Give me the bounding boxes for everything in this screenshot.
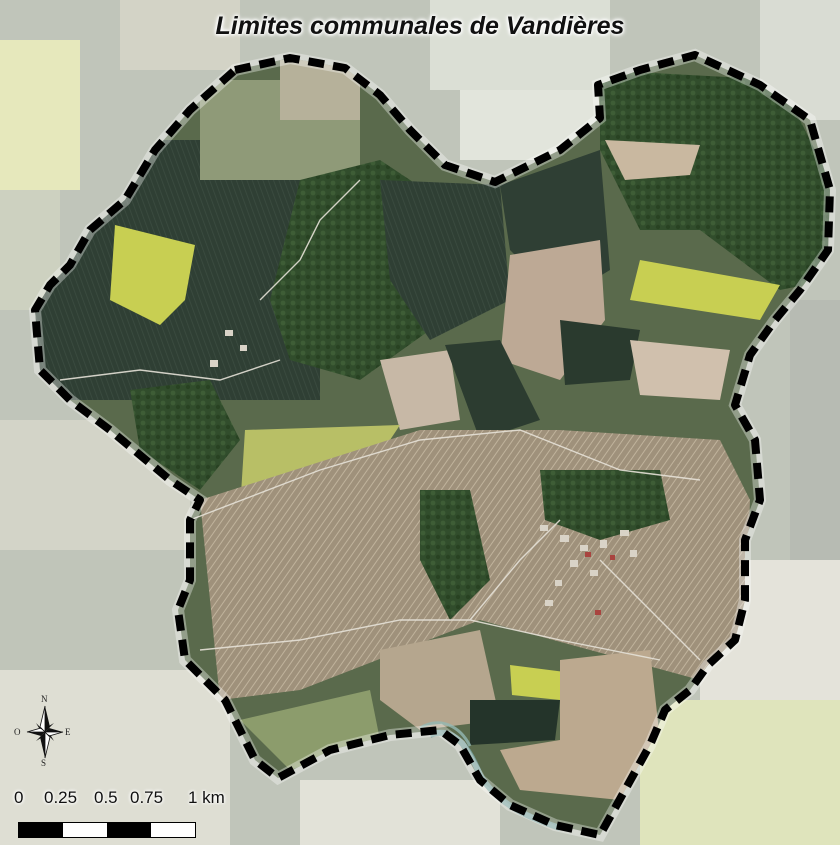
scale-label-05: 0.5 [94,788,118,807]
scale-label-0: 0 [14,788,24,807]
compass-west-label: O [14,727,21,737]
compass-rose-icon [26,705,64,759]
scale-label-1km: 1 km [188,788,225,807]
scale-segment [151,823,195,837]
compass-east-label: E [65,727,71,737]
scale-bar-segments [18,822,196,838]
scale-bar: 0 0.25 0.5 0.75 1 km [14,788,308,838]
compass-north-label: N [41,694,48,704]
scale-segment [19,823,63,837]
map-title: Limites communales de Vandières [215,12,625,40]
north-arrow-icon: N S E O [14,694,76,770]
scale-label-025: 0.25 [44,788,78,807]
scale-segment [63,823,107,837]
scale-label-075: 0.75 [130,788,164,807]
scale-segment [107,823,151,837]
compass-south-label: S [41,758,47,768]
